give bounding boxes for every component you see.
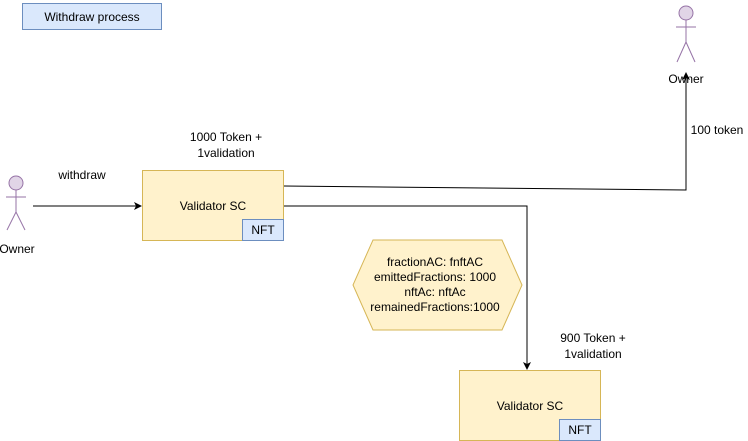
validator-sc-bottom-label: Validator SC — [496, 398, 564, 413]
validator-sc-top-label: Validator SC — [179, 198, 247, 213]
right-owner-actor-icon — [676, 5, 696, 63]
diagram-title-text: Withdraw process — [44, 9, 140, 24]
owner-payout-label: 100 token — [690, 123, 744, 137]
validator-return-line-1: 900 Token + — [560, 331, 626, 345]
validator-return-arrow — [284, 205, 531, 370]
input-tokens-line-1: 1000 Token + — [189, 130, 263, 144]
nft-badge-bottom-label: NFT — [568, 423, 592, 437]
datum-hexagon — [352, 239, 523, 331]
right-owner-label: Owner — [668, 72, 704, 86]
datum-line-remained-fractions: remainedFractions:1000 — [370, 300, 500, 314]
left-owner-actor-icon — [6, 175, 26, 231]
diagram-title: Withdraw process — [22, 3, 162, 30]
owner-payout-arrow — [283, 72, 690, 191]
datum-line-emitted-fractions: emittedFractions: 1000 — [373, 270, 497, 284]
datum-text: fractionAC: fnftAC emittedFractions: 100… — [355, 255, 515, 315]
datum-line-nft-ac: nftAc: nftAc — [404, 285, 466, 299]
nft-badge-top: NFT — [242, 219, 284, 241]
input-tokens-line-2: 1validation — [197, 146, 255, 160]
validator-return-label: 900 Token + 1validation — [543, 330, 643, 362]
datum-line-fraction-ac: fractionAC: fnftAC — [386, 255, 484, 269]
nft-badge-top-label: NFT — [251, 223, 275, 237]
nft-badge-bottom: NFT — [559, 419, 601, 441]
input-tokens-label: 1000 Token + 1validation — [176, 129, 276, 161]
withdraw-label: withdraw — [58, 168, 106, 182]
validator-return-line-2: 1validation — [564, 347, 622, 361]
left-owner-label: Owner — [0, 242, 35, 256]
